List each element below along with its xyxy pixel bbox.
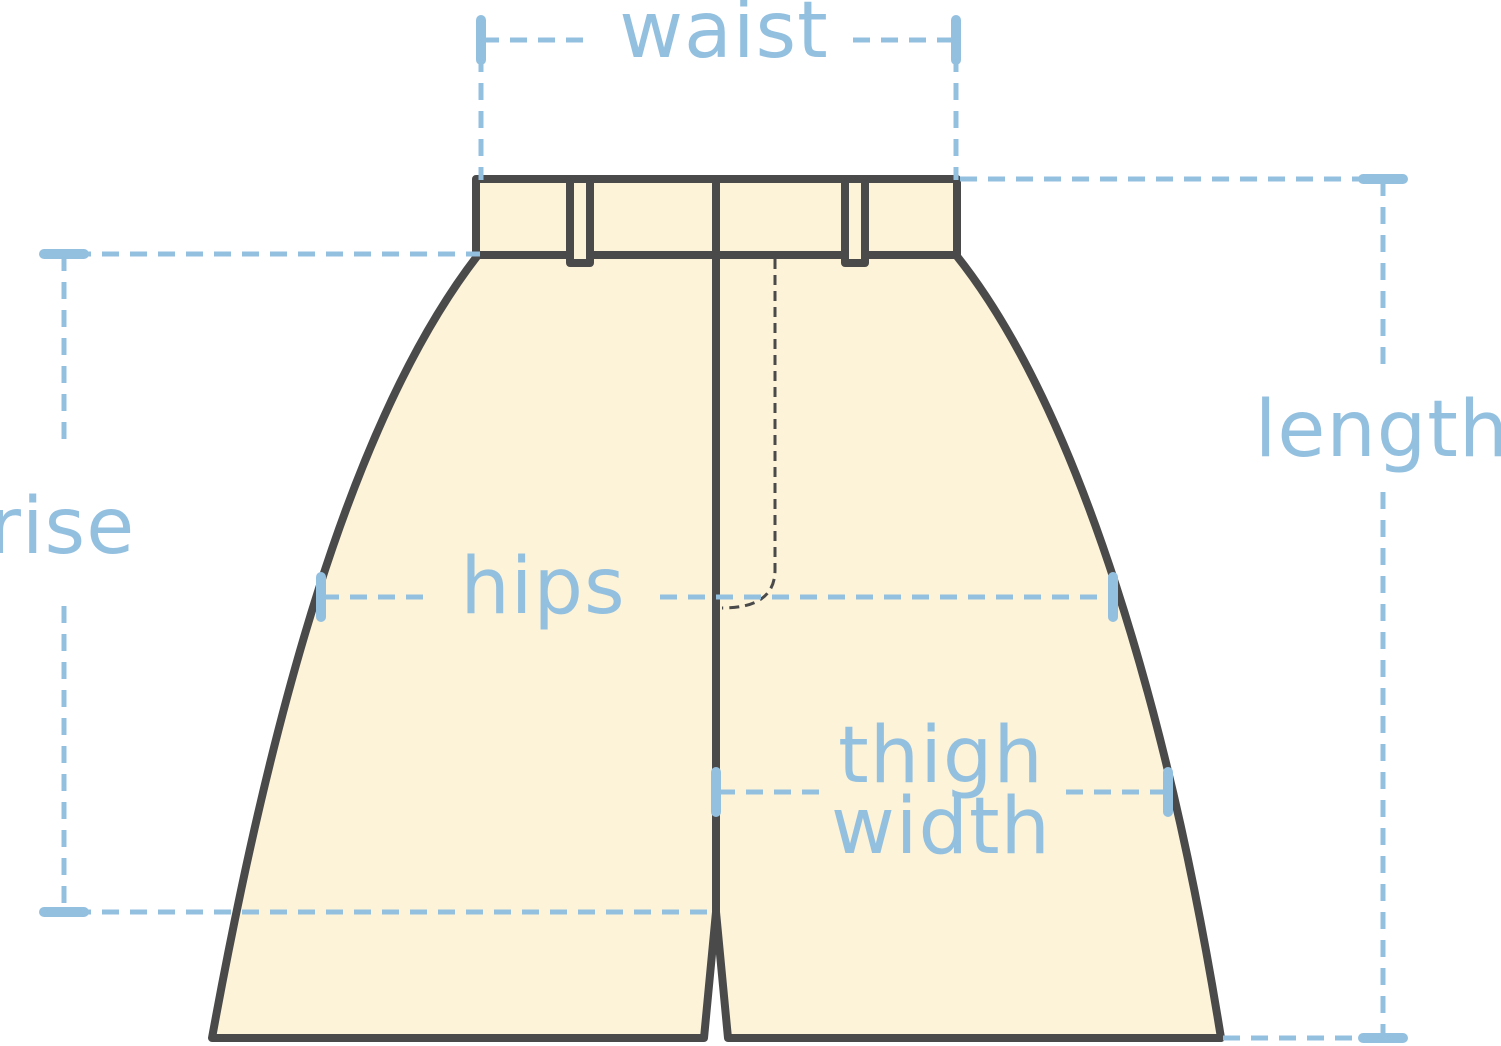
belt-loop-right bbox=[841, 175, 869, 267]
belt-loop-left bbox=[566, 175, 594, 267]
thigh-width-label-line1: thigh bbox=[838, 711, 1044, 801]
shorts-illustration bbox=[208, 175, 1225, 1042]
rise-label: rise bbox=[0, 482, 135, 572]
left-leg bbox=[208, 251, 720, 1042]
measurement-ticks bbox=[39, 15, 1408, 1043]
right-leg bbox=[712, 251, 1225, 1042]
waist-label: waist bbox=[619, 0, 828, 76]
thigh-width-label-line2: width bbox=[831, 782, 1051, 872]
measurement-labels: waist length rise hips thigh width bbox=[0, 0, 1501, 872]
measurement-guides bbox=[46, 37, 1400, 1041]
hips-label: hips bbox=[460, 542, 625, 632]
fly-stitch bbox=[721, 259, 777, 610]
length-label: length bbox=[1255, 385, 1501, 475]
